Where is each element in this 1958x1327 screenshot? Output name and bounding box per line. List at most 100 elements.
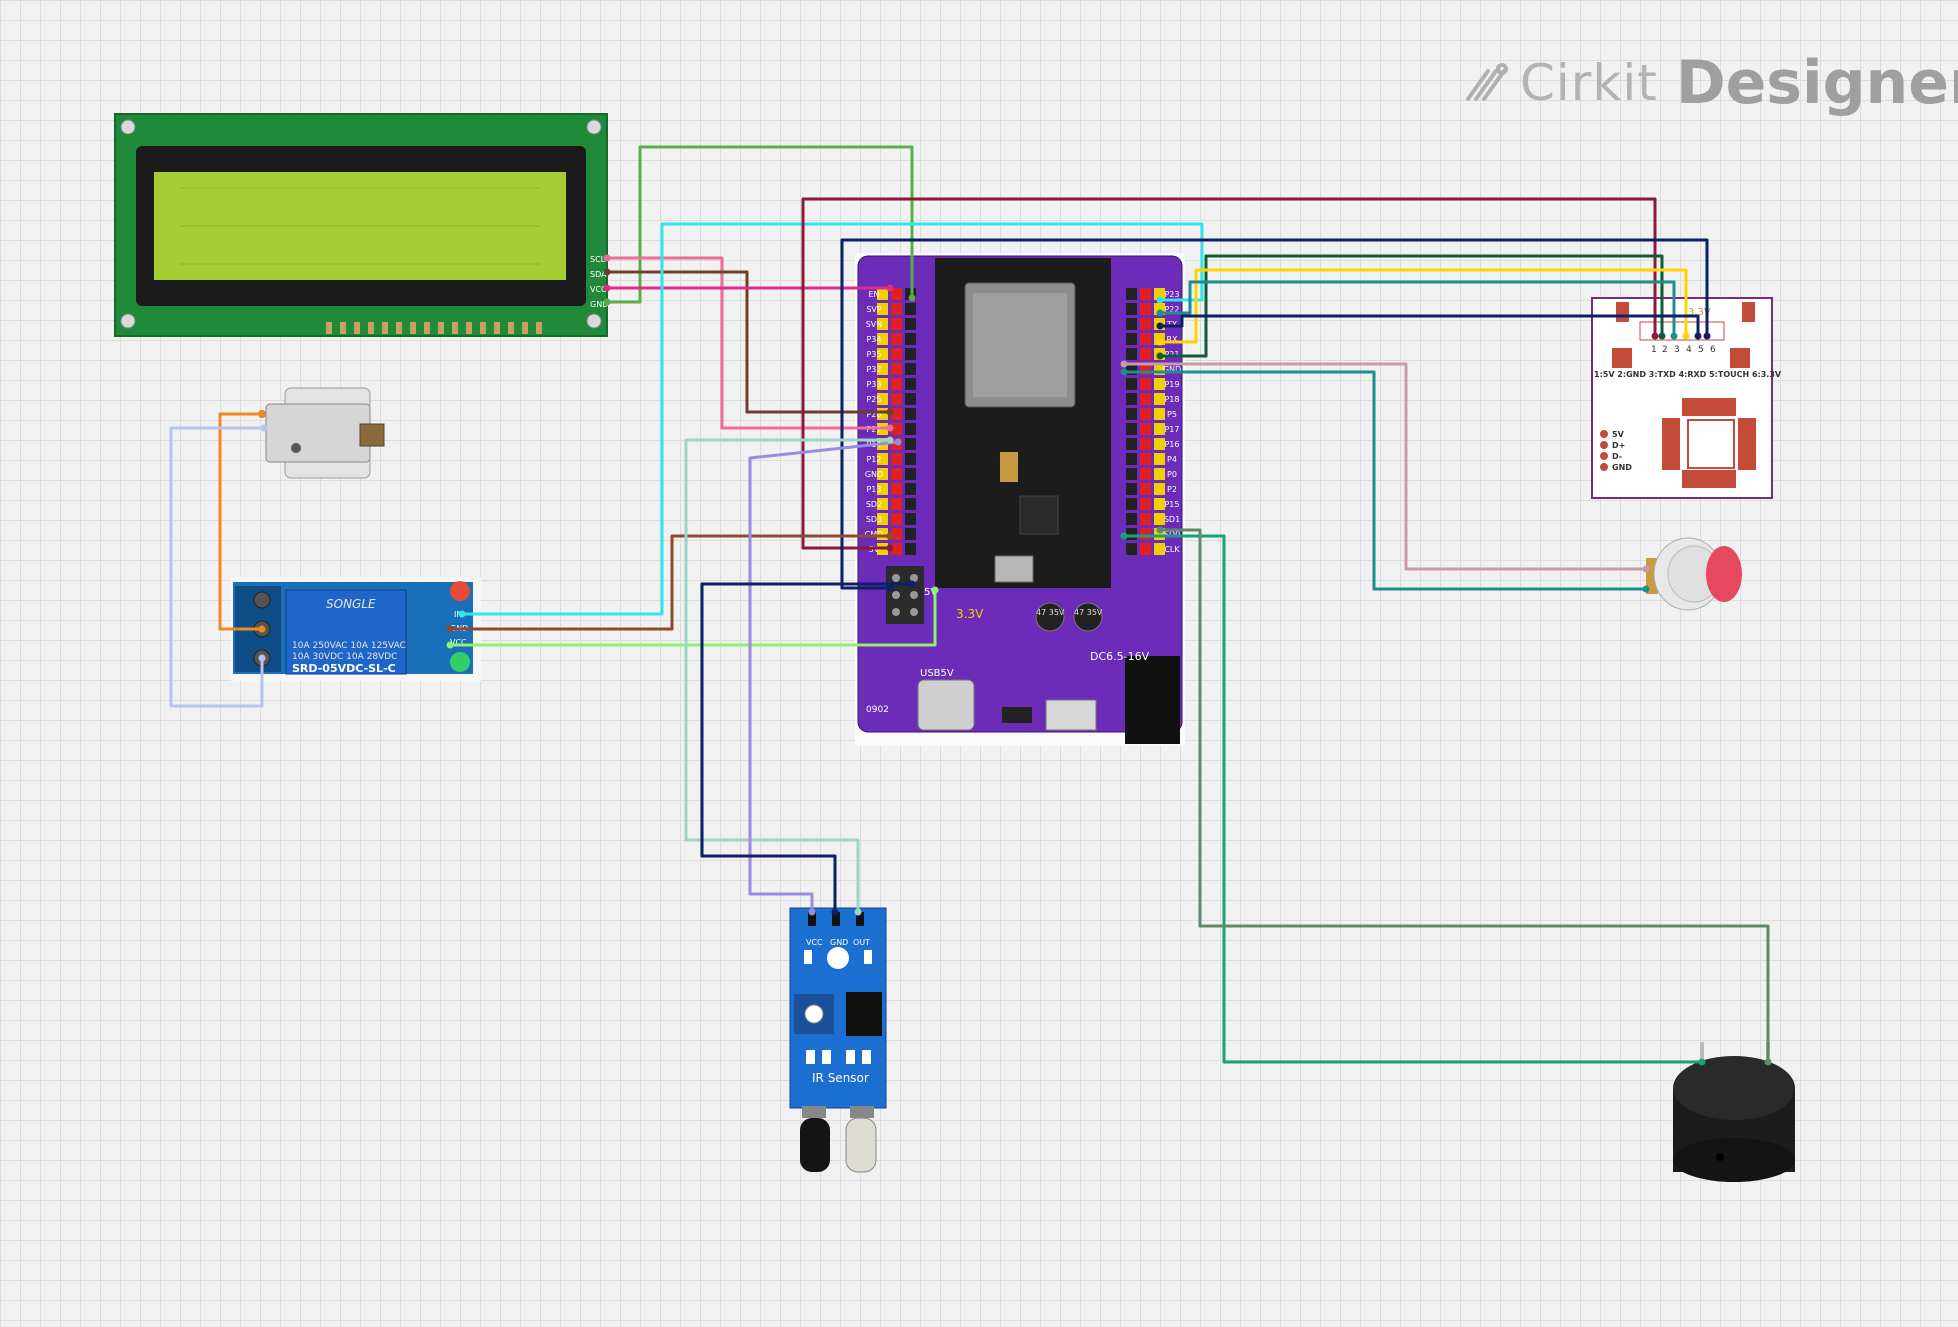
header-pin-red[interactable] <box>1140 288 1151 300</box>
header-pin-yellow[interactable] <box>877 288 888 300</box>
wire-endpoint[interactable] <box>854 908 862 916</box>
header-pin-red[interactable] <box>891 333 902 345</box>
wire-endpoint[interactable] <box>1670 332 1678 340</box>
esp32-power-header[interactable] <box>886 566 924 624</box>
wire[interactable] <box>607 270 890 414</box>
wire-endpoint[interactable] <box>1642 585 1650 593</box>
wire-endpoint[interactable] <box>1703 332 1711 340</box>
header-pin-signal[interactable] <box>1126 423 1137 435</box>
header-pin-red[interactable] <box>1140 513 1151 525</box>
header-pin-red[interactable] <box>1140 333 1151 345</box>
header-pin-red[interactable] <box>1140 528 1151 540</box>
header-pin-yellow[interactable] <box>877 528 888 540</box>
wire-endpoint[interactable] <box>1120 532 1128 540</box>
wire[interactable] <box>748 440 899 912</box>
wire-endpoint[interactable] <box>1120 368 1128 376</box>
header-pin-yellow[interactable] <box>877 408 888 420</box>
wire-endpoint[interactable] <box>260 424 268 432</box>
wire[interactable] <box>1124 362 1646 571</box>
header-pin-yellow[interactable] <box>877 483 888 495</box>
header-pin-red[interactable] <box>891 393 902 405</box>
wire-endpoint[interactable] <box>603 254 611 262</box>
wire-endpoint[interactable] <box>886 584 894 592</box>
header-pin-red[interactable] <box>891 543 902 555</box>
header-pin-yellow[interactable] <box>877 363 888 375</box>
header-pin-yellow[interactable] <box>1154 288 1165 300</box>
wire-endpoint[interactable] <box>1651 332 1659 340</box>
header-pin-yellow[interactable] <box>877 393 888 405</box>
wire[interactable] <box>1160 280 1676 336</box>
header-pin-yellow[interactable] <box>1154 483 1165 495</box>
header-pin-red[interactable] <box>1140 468 1151 480</box>
header-pin-signal[interactable] <box>1126 438 1137 450</box>
header-pin-signal[interactable] <box>905 303 916 315</box>
header-pin-red[interactable] <box>1140 318 1151 330</box>
wire[interactable] <box>700 582 912 912</box>
header-pin-signal[interactable] <box>1126 303 1137 315</box>
wire-endpoint[interactable] <box>258 625 266 633</box>
header-pin-red[interactable] <box>1140 378 1151 390</box>
wire[interactable] <box>607 256 890 430</box>
header-pin-yellow[interactable] <box>1154 408 1165 420</box>
header-pin-signal[interactable] <box>1126 453 1137 465</box>
header-pin-signal[interactable] <box>905 318 916 330</box>
header-pin-yellow[interactable] <box>1154 438 1165 450</box>
header-pin-signal[interactable] <box>1126 483 1137 495</box>
header-pin-red[interactable] <box>1140 303 1151 315</box>
header-pin-signal[interactable] <box>905 378 916 390</box>
header-pin-signal[interactable] <box>905 348 916 360</box>
wire-endpoint[interactable] <box>1764 1058 1772 1066</box>
wire[interactable] <box>1160 528 1770 1062</box>
header-pin-red[interactable] <box>1140 543 1151 555</box>
header-pin-red[interactable] <box>891 408 902 420</box>
wire-endpoint[interactable] <box>1156 526 1164 534</box>
header-pin-yellow[interactable] <box>1154 468 1165 480</box>
header-pin-signal[interactable] <box>905 468 916 480</box>
header-pin-red[interactable] <box>891 378 902 390</box>
header-pin-signal[interactable] <box>1126 393 1137 405</box>
header-pin-red[interactable] <box>1140 453 1151 465</box>
header-pin-signal[interactable] <box>1126 468 1137 480</box>
push-button[interactable] <box>1646 537 1742 611</box>
wire[interactable] <box>1160 268 1688 344</box>
wire[interactable] <box>801 197 1657 550</box>
header-pin-yellow[interactable] <box>877 453 888 465</box>
wire-endpoint[interactable] <box>808 908 816 916</box>
wire[interactable] <box>169 426 264 708</box>
wire-endpoint[interactable] <box>258 410 266 418</box>
header-pin-yellow[interactable] <box>877 348 888 360</box>
header-pin-signal[interactable] <box>905 513 916 525</box>
wire-endpoint[interactable] <box>908 580 916 588</box>
wire-endpoint[interactable] <box>1658 332 1666 340</box>
wire-endpoint[interactable] <box>886 284 894 292</box>
wire[interactable] <box>840 238 1709 590</box>
wire-endpoint[interactable] <box>886 408 894 416</box>
wire-endpoint[interactable] <box>1156 296 1164 304</box>
header-pin-signal[interactable] <box>1126 288 1137 300</box>
header-pin-signal[interactable] <box>905 408 916 420</box>
wire-endpoint[interactable] <box>894 438 902 446</box>
header-pin-yellow[interactable] <box>1154 528 1165 540</box>
wire-endpoint[interactable] <box>1698 1058 1706 1066</box>
header-pin-signal[interactable] <box>1126 528 1137 540</box>
wire[interactable] <box>607 145 914 304</box>
header-pin-yellow[interactable] <box>1154 453 1165 465</box>
header-pin-yellow[interactable] <box>877 333 888 345</box>
header-pin-red[interactable] <box>891 468 902 480</box>
wire-endpoint[interactable] <box>931 586 939 594</box>
header-pin-red[interactable] <box>891 288 902 300</box>
header-pin-red[interactable] <box>891 498 902 510</box>
wire-endpoint[interactable] <box>1156 322 1164 330</box>
wire-endpoint[interactable] <box>458 610 466 618</box>
wire-endpoint[interactable] <box>603 284 611 292</box>
header-pin-signal[interactable] <box>1126 363 1137 375</box>
wire-endpoint[interactable] <box>886 544 894 552</box>
header-pin-yellow[interactable] <box>1154 378 1165 390</box>
header-pin-signal[interactable] <box>905 453 916 465</box>
header-pin-signal[interactable] <box>905 393 916 405</box>
header-pin-yellow[interactable] <box>877 318 888 330</box>
header-pin-red[interactable] <box>891 303 902 315</box>
header-pin-yellow[interactable] <box>877 378 888 390</box>
header-pin-red[interactable] <box>891 348 902 360</box>
relay-module[interactable]: SONGLE 10A 250VAC 10A 125VAC 10A 30VDC 1… <box>231 577 481 681</box>
